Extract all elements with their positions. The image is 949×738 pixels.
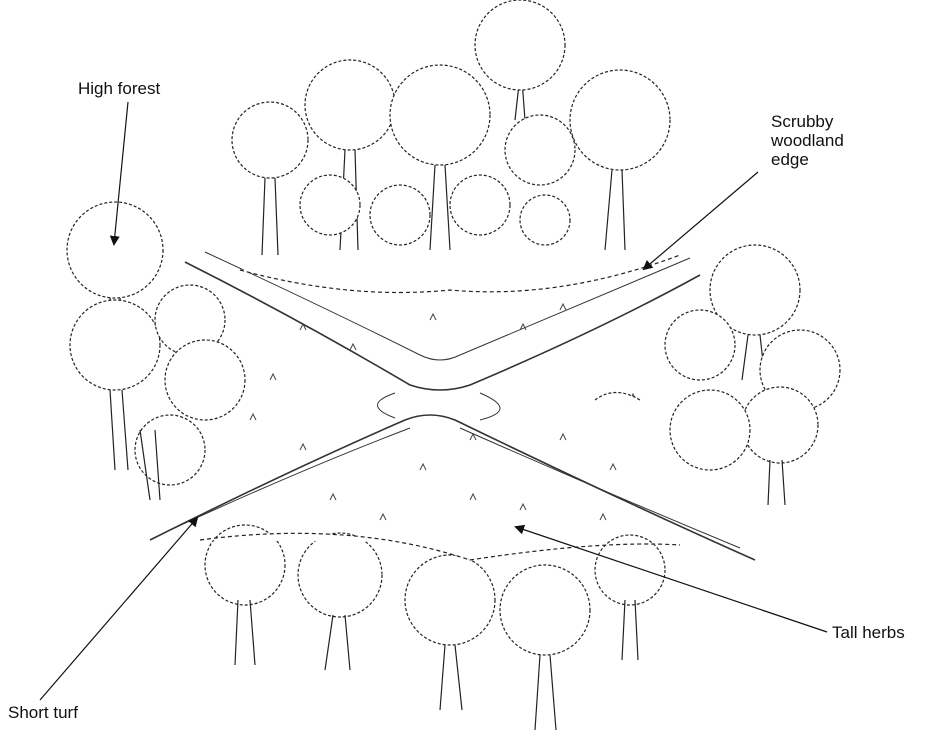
- ground-rides: [150, 252, 755, 560]
- label-scrubby-line-3: edge: [771, 150, 881, 169]
- left-forest: [67, 202, 245, 500]
- arrow-short-turf: [40, 518, 197, 700]
- label-tall-herbs: Tall herbs: [832, 623, 905, 642]
- label-scrubby-woodland-edge: Scrubby woodland edge: [771, 112, 881, 169]
- label-high-forest: High forest: [78, 79, 160, 98]
- back-forest: [232, 0, 680, 293]
- label-scrubby-line-1: Scrubby: [771, 112, 881, 131]
- front-forest: [200, 525, 680, 730]
- label-scrubby-line-2: woodland: [771, 131, 881, 150]
- label-short-turf: Short turf: [8, 703, 78, 722]
- right-forest: [595, 245, 840, 505]
